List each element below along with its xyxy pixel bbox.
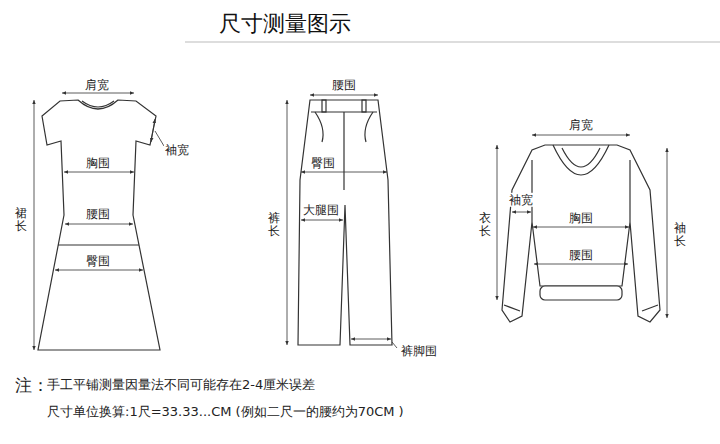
drawing-stroke	[642, 305, 658, 311]
measure-label: 袖长	[674, 221, 686, 249]
dress-dimensions	[34, 93, 164, 350]
drawing-stroke	[301, 172, 387, 173]
measure-label: 裤脚围	[400, 344, 438, 358]
drawing-stroke	[287, 100, 288, 345]
measure-label: 腰围	[331, 78, 357, 92]
drawing-stroke	[34, 100, 35, 350]
note-text: 尺寸单位换算:1尺=33.33...CM (例如二尺一的腰约为70CM )	[46, 404, 405, 420]
measure-label: 肩宽	[84, 78, 110, 92]
measure-label: 腰围	[85, 207, 111, 221]
drawing-stroke	[322, 100, 326, 112]
measure-label: 腰围	[568, 248, 594, 262]
dress-outline	[38, 100, 160, 350]
drawing-stroke	[553, 145, 609, 175]
drawing-stroke	[62, 93, 134, 94]
drawing-stroke	[392, 342, 397, 348]
measure-label: 臀围	[85, 254, 111, 268]
sweater-drawing	[502, 145, 660, 322]
drawing-stroke	[315, 112, 323, 142]
measure-label: 袖宽	[164, 143, 190, 157]
drawing-stroke	[301, 220, 343, 221]
drawing-stroke	[362, 100, 366, 112]
drawing-stroke	[64, 172, 134, 173]
measure-label: 肩宽	[568, 118, 594, 132]
dress-seam	[58, 244, 139, 245]
drawing-stroke	[497, 145, 498, 300]
title-rule	[185, 42, 720, 43]
drawing-stroke	[365, 112, 373, 142]
drawing-stroke	[667, 148, 668, 318]
drawing-stroke	[533, 227, 629, 228]
pants-dimensions	[287, 95, 397, 348]
pants-outline	[298, 100, 392, 345]
measure-label: 袖宽	[508, 193, 534, 207]
dress-neckline	[82, 101, 114, 107]
sweater-hem	[540, 286, 622, 300]
sweater-outline	[502, 145, 660, 322]
drawing-stroke	[562, 148, 600, 167]
measure-label: 裤长	[268, 211, 280, 239]
drawing-stroke	[504, 305, 520, 311]
drawing-stroke	[351, 339, 391, 340]
sweater-dimensions	[497, 135, 667, 318]
measure-label: 大腿围	[302, 203, 340, 217]
note-label: 注：	[14, 375, 50, 395]
diagram-title: 尺寸测量图示	[218, 11, 352, 37]
drawing-stroke	[532, 135, 630, 136]
drawing-stroke	[151, 119, 155, 142]
drawing-stroke	[310, 95, 378, 96]
measure-label: 胸围	[85, 156, 111, 170]
measure-label: 胸围	[568, 211, 594, 225]
drawing-stroke	[55, 270, 143, 271]
drawing-stroke	[531, 160, 532, 222]
drawing-stroke	[534, 264, 628, 265]
drawing-stroke	[155, 131, 164, 146]
measure-label: 臀围	[310, 156, 336, 170]
drawing-stroke	[512, 212, 531, 213]
measure-label: 衣长	[479, 211, 491, 239]
drawing-stroke	[629, 160, 630, 222]
pants-drawing	[298, 100, 392, 345]
drawing-stroke	[343, 112, 344, 190]
drawing-stroke	[65, 224, 133, 225]
measure-label: 裙长	[15, 206, 27, 234]
dress-drawing	[38, 100, 160, 350]
note-text: 手工平铺测量因量法不同可能存在2-4厘米误差	[46, 377, 316, 393]
